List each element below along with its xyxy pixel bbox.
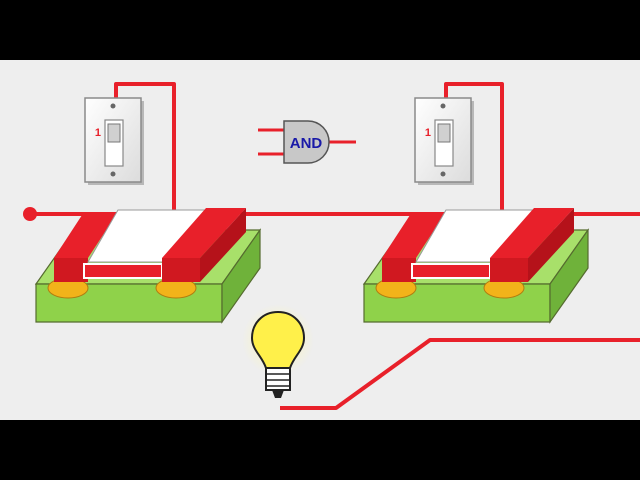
transistor-right: [362, 208, 590, 324]
screw-icon: [440, 103, 446, 109]
screw-icon: [110, 171, 116, 177]
and-gate-icon: AND: [283, 120, 330, 164]
switch-left-wire: [114, 82, 176, 210]
drain-contact-side: [200, 208, 246, 282]
switch-left: 1: [84, 97, 144, 185]
drain-contact-top: [162, 208, 246, 258]
drain-contact-top: [490, 208, 574, 258]
drain-contact-front: [490, 258, 528, 282]
and-gate-label: AND: [290, 135, 323, 152]
switch-right-state-label: 1: [425, 127, 431, 139]
gate-electrode: [83, 263, 163, 279]
gate-electrode: [411, 263, 491, 279]
transistor-left: [34, 208, 262, 324]
source-contact-top: [382, 212, 446, 258]
switch-right-wire: [444, 82, 504, 210]
source-contact-top: [54, 212, 118, 258]
screw-icon: [110, 103, 116, 109]
substrate-side: [221, 228, 261, 324]
and-gate-body: [283, 120, 330, 164]
light-bulb-icon: [242, 304, 314, 398]
wires: [30, 82, 640, 410]
toggle-lever: [437, 123, 451, 143]
toggle-lever: [107, 123, 121, 143]
substrate-side: [549, 228, 589, 324]
letterbox-top: [0, 0, 640, 60]
bulb-tip: [272, 390, 284, 398]
switch-left-state-label: 1: [95, 127, 101, 139]
drain-contact-side: [528, 208, 574, 282]
input-terminal: [23, 207, 37, 221]
source-contact-front: [382, 258, 416, 282]
source-contact-front: [54, 258, 88, 282]
ground-wire: [280, 338, 640, 410]
letterbox-bottom: [0, 420, 640, 480]
drain-contact-front: [162, 258, 200, 282]
screw-icon: [440, 171, 446, 177]
switch-right: 1: [414, 97, 474, 185]
